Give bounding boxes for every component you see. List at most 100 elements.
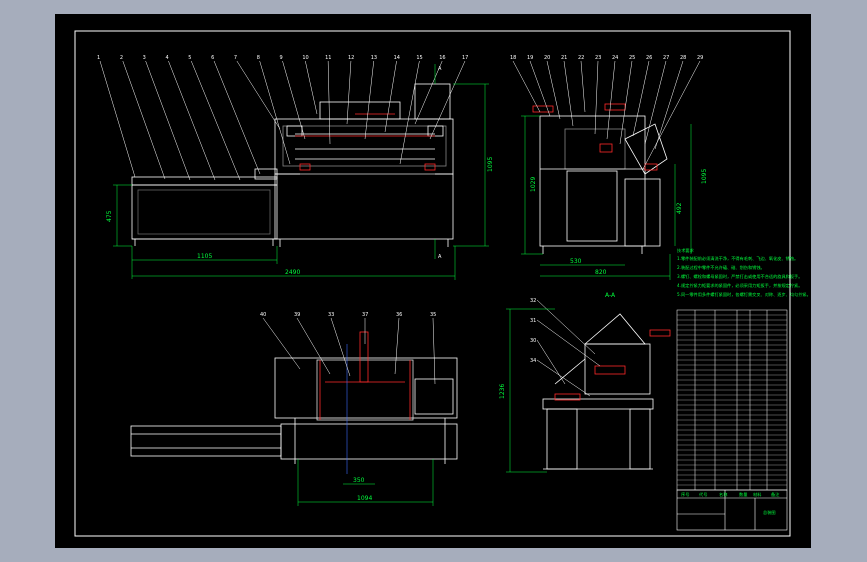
- technical-notes: 1.零件装配前必须清洗干净，不得有毛刺、飞边、氧化皮、锈蚀。2.装配过程中零件不…: [677, 255, 811, 298]
- top-part-balloon: 36: [396, 312, 402, 318]
- side-part-leader: [642, 60, 701, 170]
- front-part-leader: [282, 60, 306, 140]
- front-dim-length-total: 2490: [285, 269, 300, 276]
- note-line: 4.规定拧紧力矩要求的紧固件，必须采用力矩扳手，并按规定拧紧。: [677, 282, 802, 289]
- top-dim-width: 350: [353, 477, 365, 484]
- section-view-leaders: [536, 299, 601, 397]
- front-part-leader: [99, 60, 136, 178]
- side-part-balloon: 21: [561, 55, 567, 61]
- side-part-leader: [606, 60, 616, 140]
- side-part-leader: [619, 60, 633, 145]
- bom-header-cell: 材料: [753, 491, 762, 498]
- side-part-balloon: 24: [612, 55, 618, 61]
- top-part-leader: [296, 317, 331, 375]
- section-part-balloon: 31: [530, 318, 536, 324]
- side-part-balloon: 28: [680, 55, 686, 61]
- front-part-leader: [259, 60, 291, 165]
- section-title: A-A: [605, 292, 616, 299]
- side-part-balloon: 26: [646, 55, 652, 61]
- front-part-balloon: 17: [462, 55, 468, 61]
- drawing-frame: [74, 30, 791, 537]
- side-view-accents: [532, 103, 658, 171]
- bom-header-cell: 数量: [739, 491, 747, 498]
- section-part-leader: [536, 299, 596, 355]
- side-dim-height-r: 1095: [701, 169, 708, 184]
- top-view-accents: [319, 331, 411, 420]
- front-dim-height-left: 475: [106, 210, 113, 222]
- side-part-leader: [546, 60, 561, 120]
- front-part-balloon: 4: [165, 55, 168, 61]
- front-part-balloon: 11: [325, 55, 331, 61]
- section-view-balloons: 32 31 30 34: [530, 298, 536, 364]
- front-part-leader: [305, 60, 318, 115]
- front-part-leader: [145, 60, 191, 181]
- front-part-balloon: 8: [257, 55, 260, 61]
- front-part-balloon: 12: [348, 55, 354, 61]
- side-part-leader: [529, 60, 551, 117]
- side-dim-width-1: 530: [570, 258, 582, 265]
- top-part-balloon: 33: [328, 312, 334, 318]
- section-part-leader: [536, 319, 601, 367]
- front-part-balloon: 6: [211, 55, 214, 61]
- side-part-leader: [644, 60, 667, 145]
- section-part-leader: [536, 359, 591, 397]
- top-part-balloon: 37: [362, 312, 368, 318]
- front-part-balloon: 3: [143, 55, 146, 61]
- front-dim-length-1: 1105: [197, 253, 212, 260]
- top-view-dimensions: [297, 459, 434, 506]
- bom-header-cell: 代号: [699, 491, 707, 498]
- note-line: 1.零件装配前必须清洗干净，不得有毛刺、飞边、氧化皮、锈蚀。: [677, 255, 798, 262]
- side-part-balloon: 22: [578, 55, 584, 61]
- front-part-leader: [236, 60, 281, 130]
- side-part-balloon: 18: [510, 55, 516, 61]
- front-part-leader: [399, 60, 420, 165]
- section-view: [542, 313, 654, 470]
- side-dim-width-2: 820: [595, 269, 607, 276]
- section-part-balloon: 30: [530, 338, 536, 344]
- side-view-balloons: 18 19 20 21 22 23 24 25 26 27 28 29: [510, 55, 703, 61]
- front-part-balloon: 16: [439, 55, 445, 61]
- front-part-balloon: 14: [394, 55, 400, 61]
- side-part-leader: [632, 60, 650, 137]
- title-block-name: 总装图: [763, 509, 776, 516]
- section-view-dimensions: [506, 308, 555, 473]
- side-part-balloon: 20: [544, 55, 550, 61]
- top-view-leaders: [262, 317, 436, 385]
- front-part-balloon: 9: [280, 55, 283, 61]
- section-view-accents: [554, 329, 671, 401]
- front-part-leader: [191, 60, 241, 181]
- side-dim-height: 1029: [530, 177, 537, 192]
- top-part-balloon: 35: [430, 312, 436, 318]
- front-part-leader: [384, 60, 397, 133]
- front-part-leader: [364, 60, 374, 140]
- top-part-leader: [432, 317, 436, 385]
- section-dim-height: 1236: [499, 384, 506, 399]
- top-part-leader: [262, 317, 301, 370]
- side-part-balloon: 19: [527, 55, 533, 61]
- section-mark-top: A: [438, 66, 442, 72]
- notes-heading: 技术要求: [677, 247, 695, 254]
- top-view: [130, 357, 458, 464]
- side-part-balloon: 29: [697, 55, 703, 61]
- side-view-dimensions: [521, 115, 692, 280]
- bom-rows: [677, 314, 787, 486]
- side-part-balloon: 23: [595, 55, 601, 61]
- side-part-leader: [563, 60, 574, 127]
- front-view-dimensions: [113, 64, 489, 280]
- top-part-leader: [394, 317, 400, 375]
- bom-header: 序号代号名称数量材料备注: [681, 491, 780, 498]
- section-part-balloon: 34: [530, 358, 536, 364]
- front-view: [131, 83, 454, 247]
- front-part-balloon: 7: [234, 55, 237, 61]
- front-part-leader: [346, 60, 352, 125]
- side-view: [539, 115, 668, 254]
- side-part-balloon: 25: [629, 55, 635, 61]
- front-part-leader: [429, 60, 466, 140]
- section-part-balloon: 32: [530, 298, 536, 304]
- side-part-balloon: 27: [663, 55, 669, 61]
